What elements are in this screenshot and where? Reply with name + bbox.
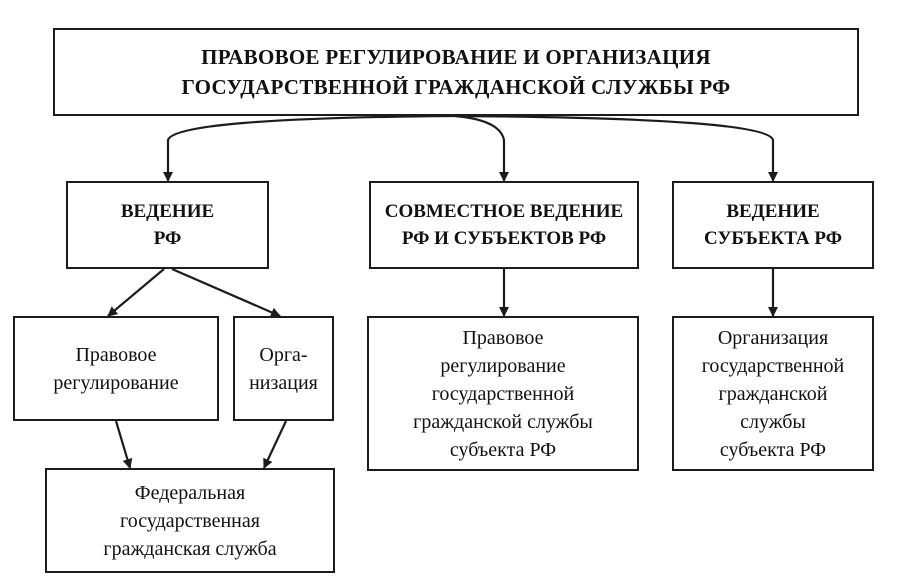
joint-regulation-text: Правовое регулирование государственной г…	[413, 326, 593, 461]
arrow-regulation-to-service	[114, 420, 133, 469]
arrow-federal-to-organization	[171, 267, 281, 318]
federal-service-text: Федеральная государственная гражданская …	[103, 481, 277, 560]
federal-jurisdiction-box: ВЕДЕНИЕ РФ	[66, 181, 269, 269]
subject-organization-text: Организация государственной гражданской …	[701, 326, 845, 461]
subject-organization-box: Организация государственной гражданской …	[672, 316, 874, 471]
arrow-organization-to-service	[263, 420, 287, 469]
federal-regulation-box: Правовое регулирование	[13, 316, 219, 421]
arrow-federal-to-regulation	[107, 268, 165, 317]
subject-jurisdiction-text: ВЕДЕНИЕ СУБЪЕКТА РФ	[703, 201, 843, 249]
arrow-title-to-federal	[163, 114, 456, 182]
federal-organization-box: Орга- низация	[233, 316, 334, 421]
federal-organization-text: Орга- низация	[249, 343, 318, 394]
joint-regulation-box: Правовое регулирование государственной г…	[367, 316, 639, 471]
joint-jurisdiction-text: СОВМЕСТНОЕ ВЕДЕНИЕ РФ И СУБЪЕКТОВ РФ	[384, 201, 624, 249]
federal-service-box: Федеральная государственная гражданская …	[45, 468, 335, 573]
title-box: ПРАВОВОЕ РЕГУЛИРОВАНИЕ И ОРГАНИЗАЦИЯ ГОС…	[53, 28, 859, 116]
arrow-title-to-joint	[454, 114, 509, 182]
arrow-title-to-subject	[454, 114, 778, 182]
joint-jurisdiction-box: СОВМЕСТНОЕ ВЕДЕНИЕ РФ И СУБЪЕКТОВ РФ	[369, 181, 639, 269]
title-text: ПРАВОВОЕ РЕГУЛИРОВАНИЕ И ОРГАНИЗАЦИЯ ГОС…	[181, 45, 731, 99]
federal-regulation-text: Правовое регулирование	[53, 343, 179, 394]
federal-jurisdiction-text: ВЕДЕНИЕ РФ	[120, 201, 215, 249]
subject-jurisdiction-box: ВЕДЕНИЕ СУБЪЕКТА РФ	[672, 181, 874, 269]
